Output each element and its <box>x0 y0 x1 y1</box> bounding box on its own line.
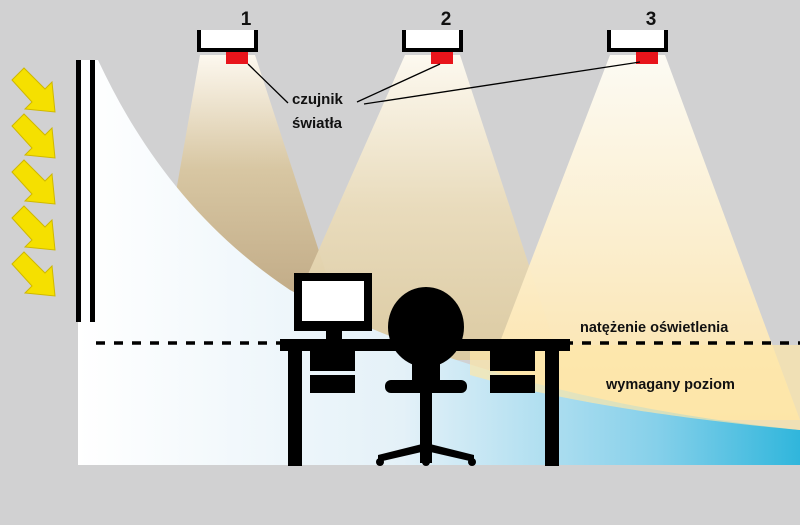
daylight-arrow-icon <box>11 251 56 297</box>
sensor-label-line2: światła <box>292 115 343 132</box>
lamp-3 <box>607 30 668 64</box>
lamp-beam-3 <box>470 55 800 420</box>
daylight-arrow-icon <box>11 159 56 205</box>
sensor-label-line1: czujnik <box>292 91 344 108</box>
daylight-arrow-icon <box>11 113 56 159</box>
illuminance-label: natężenie oświetlenia <box>580 320 729 336</box>
light-sensor-3 <box>636 52 658 64</box>
required-level-label: wymagany poziom <box>605 377 735 393</box>
sensor-leader-lines <box>247 61 641 105</box>
lamp-number-1: 1 <box>241 9 252 30</box>
lamp-number-2: 2 <box>441 9 452 30</box>
light-sensor-2 <box>431 52 453 64</box>
lamp-number-3: 3 <box>646 9 657 30</box>
lamp-2 <box>402 30 463 64</box>
window <box>76 60 95 322</box>
daylight-arrows <box>11 67 56 297</box>
daylight-arrow-icon <box>11 67 56 113</box>
lamp-1 <box>197 30 258 64</box>
daylight-distribution <box>78 60 800 465</box>
daylight-arrow-icon <box>11 205 56 251</box>
light-sensor-1 <box>226 52 248 64</box>
